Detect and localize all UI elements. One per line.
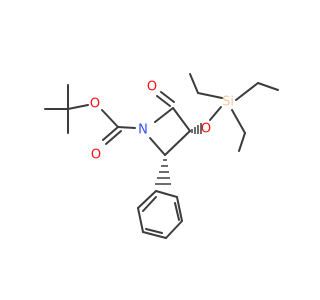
bond-o-si <box>209 106 222 121</box>
bond-c3-c4 <box>164 130 191 156</box>
phenyl-bond-3 <box>165 220 183 239</box>
phenyl-bond-2 <box>176 196 183 222</box>
phenyl-bond-5 <box>137 207 144 233</box>
bond-si-ethyl2-a <box>235 82 259 101</box>
bond-o-carbonyl-c <box>101 109 119 128</box>
atom-carbonyl-o-ring: O <box>147 80 157 95</box>
bond-si-ethyl3-b <box>238 132 246 152</box>
bond-carbonyl-c-n <box>117 126 136 129</box>
bond-ring-c-o-double-a <box>156 95 171 107</box>
molecule-diagram: O O O N O Si <box>44 73 279 239</box>
atom-labels: O O O N O Si <box>90 80 234 163</box>
bond-c4-n <box>149 137 166 156</box>
phenyl-inner-1 <box>174 202 180 221</box>
bonds <box>44 73 279 239</box>
atom-silicon: Si <box>222 95 234 110</box>
phenyl-bond-4 <box>142 231 167 239</box>
bond-tbu-c-o <box>67 104 89 110</box>
bond-si-ethyl1-a <box>197 92 223 99</box>
phenyl-inner-3 <box>142 196 157 212</box>
bond-ring-c-o-double-b <box>160 91 175 103</box>
bond-si-ethyl1-b <box>189 73 199 94</box>
stereo-bonds <box>155 123 202 185</box>
bond-c2-c3 <box>172 107 191 132</box>
atom-silyl-ether-o: O <box>201 122 211 137</box>
bond-ester-c-o-double-b <box>105 130 122 145</box>
structure-svg: O O O N O Si <box>44 73 279 239</box>
phenyl-inner-2 <box>145 228 163 234</box>
phenyl-bond-6 <box>137 190 157 209</box>
bond-si-ethyl3-a <box>231 109 246 134</box>
bond-ester-c-o-double-a <box>102 126 119 141</box>
bond-si-ethyl2-b <box>257 82 279 91</box>
atom-ester-o: O <box>90 97 100 112</box>
bond-n-c2 <box>154 107 174 123</box>
atom-carbonyl-o-ester: O <box>91 148 101 163</box>
atom-nitrogen: N <box>138 123 148 138</box>
phenyl-bond-1 <box>155 190 178 198</box>
